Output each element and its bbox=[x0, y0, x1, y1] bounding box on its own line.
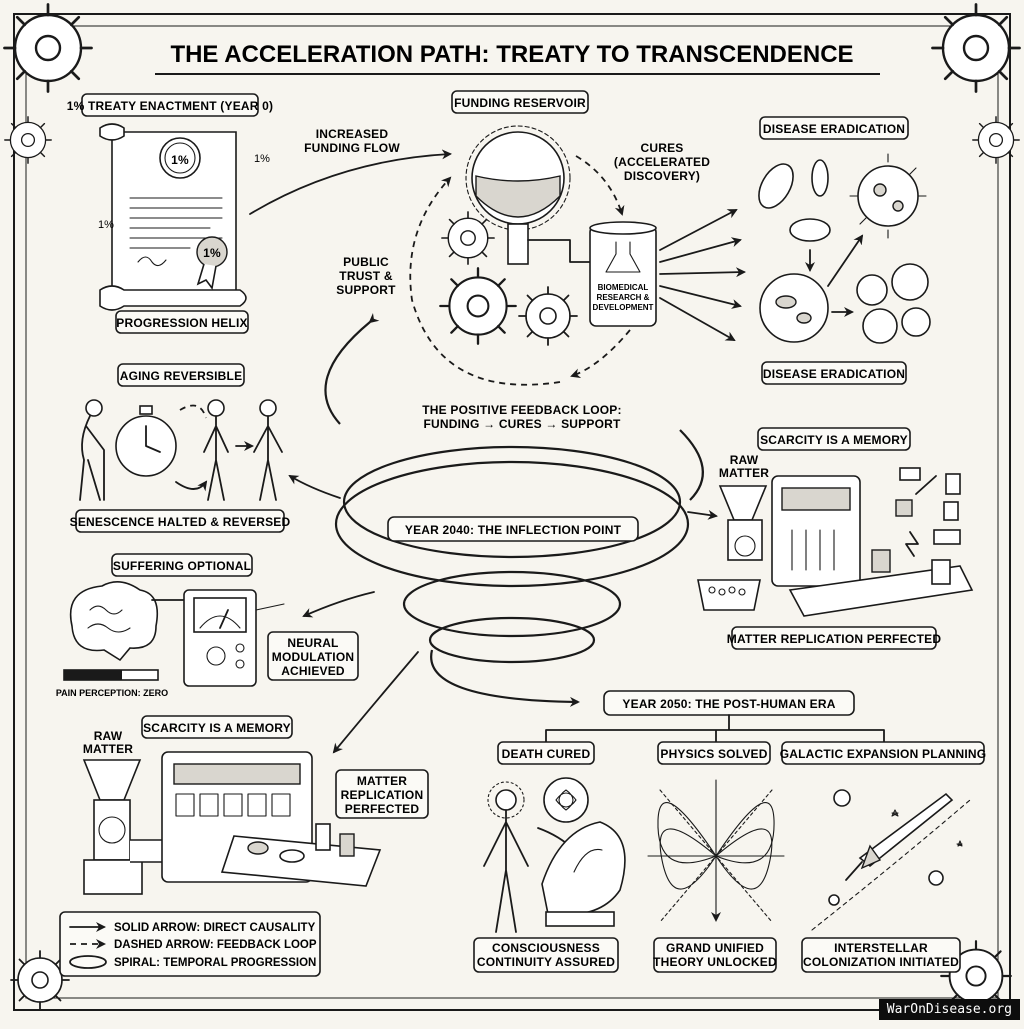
funding-flow-label-2: FUNDING FLOW bbox=[304, 141, 400, 155]
interstellar-label-1: INTERSTELLAR bbox=[834, 941, 928, 955]
inner-border bbox=[25, 25, 999, 999]
posthuman-bracket bbox=[545, 714, 885, 743]
treaty-left-mark: 1% bbox=[98, 219, 114, 231]
scarcity-right-caption: MATTER REPLICATION PERFECTED bbox=[727, 632, 942, 646]
treaty-caption: PROGRESSION HELIX bbox=[116, 316, 247, 330]
disease-heading-bottom: DISEASE ERADICATION bbox=[763, 367, 905, 381]
legend-spiral-label: SPIRAL: TEMPORAL PROGRESSION bbox=[114, 957, 316, 969]
microbe-icon bbox=[758, 153, 931, 344]
legend-spiral-icon bbox=[69, 955, 107, 969]
unified-theory-label-1: GRAND UNIFIED bbox=[666, 941, 764, 955]
consciousness-label-1: CONSCIOUSNESS bbox=[492, 941, 600, 955]
inflection-label: YEAR 2040: THE INFLECTION POINT bbox=[405, 523, 622, 537]
cures-feedback-arrow bbox=[575, 155, 625, 216]
cure-fan-arrows bbox=[659, 209, 746, 341]
legend-dashed-label: DASHED ARROW: FEEDBACK LOOP bbox=[114, 939, 317, 951]
tank-label-1: BIOMEDICAL bbox=[598, 283, 649, 292]
scarcity-left-raw-2: MATTER bbox=[83, 742, 133, 756]
scarcity-left-heading: SCARCITY IS A MEMORY bbox=[143, 721, 291, 735]
treaty-scroll-icon bbox=[99, 123, 247, 311]
scarcity-right-heading: SCARCITY IS A MEMORY bbox=[760, 433, 908, 447]
death-cured-label: DEATH CURED bbox=[502, 747, 591, 761]
reservoir-machine-icon bbox=[439, 125, 657, 346]
cures-label-3: DISCOVERY) bbox=[624, 169, 700, 183]
disease-heading-top: DISEASE ERADICATION bbox=[763, 122, 905, 136]
scarcity-left-box-2: REPLICATION bbox=[341, 788, 424, 802]
unified-theory-label-2: THEORY UNLOCKED bbox=[653, 955, 777, 969]
treaty-side-mark: 1% bbox=[254, 153, 270, 165]
support-feedback-arrow bbox=[409, 176, 561, 386]
replicator-right-icon bbox=[697, 467, 974, 617]
loop-label-2: FUNDING → CURES → SUPPORT bbox=[423, 417, 620, 431]
pain-perception-label: PAIN PERCEPTION: ZERO bbox=[56, 688, 168, 698]
tank-label-3: DEVELOPMENT bbox=[593, 303, 654, 312]
outer-border bbox=[13, 13, 1011, 1011]
funding-flow-label-1: INCREASED bbox=[316, 127, 389, 141]
tank-label-2: RESEARCH & bbox=[597, 293, 650, 302]
scarcity-right-raw-1: RAW bbox=[730, 453, 759, 467]
progression-spiral bbox=[324, 313, 704, 707]
consciousness-label-2: CONTINUITY ASSURED bbox=[477, 955, 615, 969]
posthuman-heading: YEAR 2050: THE POST-HUMAN ERA bbox=[622, 697, 835, 711]
legend-solid-label: SOLID ARROW: DIRECT CAUSALITY bbox=[114, 922, 316, 934]
treaty-heading: 1% TREATY ENACTMENT (YEAR 0) bbox=[67, 99, 274, 113]
suffering-heading: SUFFERING OPTIONAL bbox=[113, 559, 251, 573]
to-scarcity-right-arrow bbox=[687, 509, 718, 520]
starship-icon bbox=[811, 789, 971, 931]
aging-heading: AGING REVERSIBLE bbox=[120, 369, 243, 383]
cures-label-2: (ACCELERATED bbox=[614, 155, 710, 169]
loop-label-1: THE POSITIVE FEEDBACK LOOP: bbox=[422, 403, 621, 417]
legend bbox=[59, 911, 321, 977]
unified-theory-plot-icon bbox=[647, 779, 785, 922]
aging-figures-icon bbox=[79, 399, 283, 501]
interstellar-label-2: COLONIZATION INITIATED bbox=[803, 955, 959, 969]
funding-flow-arrow bbox=[249, 149, 452, 215]
scarcity-right-raw-2: MATTER bbox=[719, 466, 769, 480]
treaty-seal-label: 1% bbox=[171, 153, 189, 167]
replicator-left-icon bbox=[82, 751, 382, 895]
aging-caption: SENESCENCE HALTED & REVERSED bbox=[70, 515, 291, 529]
galactic-expansion-label: GALACTIC EXPANSION PLANNING bbox=[780, 747, 987, 761]
consciousness-figure-icon bbox=[483, 777, 626, 933]
scarcity-left-box-1: MATTER bbox=[357, 774, 407, 788]
scarcity-left-raw-1: RAW bbox=[94, 729, 123, 743]
treaty-ribbon-label: 1% bbox=[203, 246, 221, 260]
page-title: THE ACCELERATION PATH: TREATY TO TRANSCE… bbox=[170, 41, 853, 68]
trust-return-arrow bbox=[570, 329, 631, 379]
neural-label-1: NEURAL bbox=[287, 636, 338, 650]
neural-label-3: ACHIEVED bbox=[281, 664, 345, 678]
brain-monitor-icon bbox=[63, 581, 285, 687]
scarcity-left-box-3: PERFECTED bbox=[345, 802, 420, 816]
footer-url[interactable]: WarOnDisease.org bbox=[878, 999, 1020, 1020]
trust-label-2: TRUST & bbox=[339, 269, 393, 283]
to-aging-arrow bbox=[288, 474, 341, 499]
reservoir-heading: FUNDING RESERVOIR bbox=[454, 96, 586, 110]
trust-label-3: SUPPORT bbox=[336, 283, 396, 297]
to-scarcity-left-arrow bbox=[332, 651, 419, 754]
physics-solved-label: PHYSICS SOLVED bbox=[660, 747, 767, 761]
to-suffering-arrow bbox=[302, 591, 375, 618]
cures-label-1: CURES bbox=[640, 141, 683, 155]
trust-label-1: PUBLIC bbox=[343, 255, 389, 269]
neural-label-2: MODULATION bbox=[272, 650, 354, 664]
